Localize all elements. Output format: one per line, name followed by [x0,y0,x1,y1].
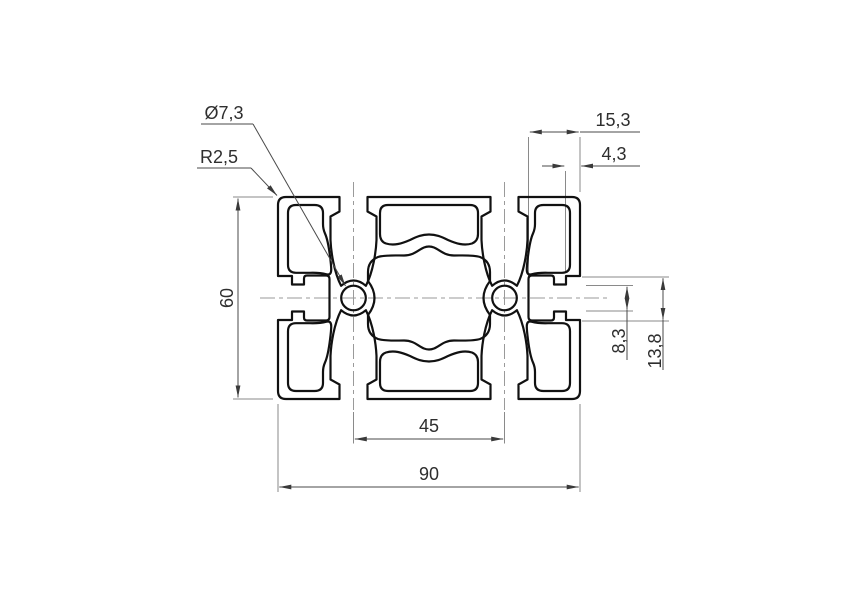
central-cavity [366,245,492,351]
centerlines [260,182,607,410]
dimension-lines [235,129,666,490]
dim-text-13-8: 13,8 [645,333,665,368]
cavity-top-left [286,203,333,276]
cavity-bottom-center [378,350,480,393]
core-hole-right [491,284,518,312]
profile-section [276,195,582,401]
dim-text-8-3: 8,3 [609,328,629,353]
cavity-bottom-left [286,320,333,393]
leader-lines [197,123,346,287]
label-hole-diameter: Ø7,3 [204,103,243,123]
dim-text-pitch-45: 45 [419,416,439,436]
cavity-top-right [525,203,572,276]
dimension-texts: 60 45 90 15,3 4,3 8,3 13,8 Ø7,3 R2,5 [200,103,665,484]
dim-text-height-60: 60 [217,288,237,308]
dim-text-width-90: 90 [419,464,439,484]
label-corner-radius: R2,5 [200,147,238,167]
leader-corner-radius [250,167,278,196]
core-hole-left [340,284,367,312]
dim-text-4-3: 4,3 [601,144,626,164]
leader-hole-dia [252,123,346,287]
cavity-bottom-right [525,320,572,393]
dim-text-15-3: 15,3 [595,110,630,130]
extension-lines [233,137,669,492]
cavity-top-center [378,203,480,246]
